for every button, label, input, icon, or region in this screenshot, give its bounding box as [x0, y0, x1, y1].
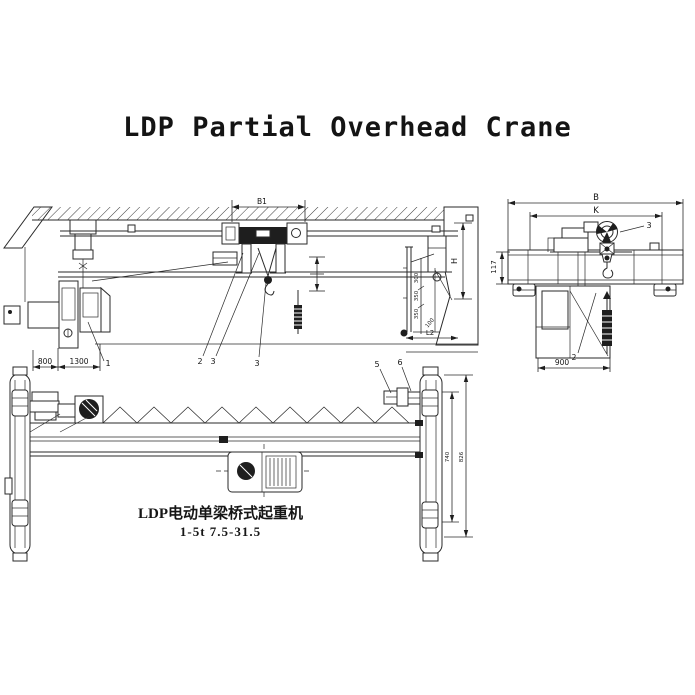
- dim-label-k: K: [593, 206, 599, 216]
- hoist-body: [535, 285, 611, 359]
- dim-label-100: 100: [425, 317, 437, 329]
- dim-740: 740: [442, 391, 459, 523]
- dim-b: B: [507, 193, 684, 250]
- callout-5: 5: [374, 360, 379, 369]
- lift-height-symbol: [309, 256, 325, 292]
- end-view-wheels: [512, 283, 677, 297]
- pendant-control-station: [58, 261, 229, 349]
- callout-3-end: 3: [646, 221, 651, 230]
- dim-b1: B1: [231, 197, 306, 222]
- dim-117: 117: [490, 251, 510, 285]
- front-callouts: 1 2 3 3: [87, 252, 267, 368]
- wall-bracket-right: 300 350 350 100: [400, 246, 453, 337]
- dim-900: 900: [537, 358, 611, 372]
- plan-callouts: 5 6: [374, 358, 412, 394]
- dim-800-1300: 800 1300: [32, 344, 101, 371]
- end-view-callouts: 3 2: [572, 221, 652, 362]
- caption-capacity-span: 1-5t 7.5-31.5: [179, 524, 262, 539]
- drive-shaft-zigzag: [102, 406, 410, 424]
- right-end-truck: [427, 235, 447, 282]
- callout-2-end: 2: [572, 353, 577, 362]
- dim-826: 826: [444, 374, 473, 538]
- right-wall-hatch: [435, 206, 479, 346]
- dim-h: H: [450, 222, 472, 300]
- hoist-trolley: [221, 222, 308, 274]
- dim-label-900: 900: [555, 358, 570, 367]
- dim-label-740: 740: [445, 451, 451, 462]
- dim-label-800: 800: [38, 357, 53, 366]
- left-wall-hatch: [3, 206, 67, 329]
- plan-view: 5 6 740 826: [4, 358, 473, 562]
- end-view: B K: [490, 193, 684, 372]
- dim-label-826: 826: [459, 451, 465, 462]
- girder-plan: [30, 422, 420, 457]
- dim-label-1300: 1300: [69, 357, 88, 366]
- ceiling-hatch: [32, 207, 444, 221]
- callout-6: 6: [397, 358, 402, 367]
- drawing-caption: LDP电动单梁桥式起重机 1-5t 7.5-31.5: [108, 505, 333, 540]
- hook-shank-end: [602, 291, 612, 354]
- dim-label-b1: B1: [257, 197, 267, 206]
- hoist-drive-motor: [547, 221, 632, 286]
- hook-shank-detail: [294, 290, 302, 334]
- dim-l2: L2: [95, 329, 478, 353]
- end-carriage-beam: [507, 242, 684, 285]
- page-title: LDP Partial Overhead Crane: [123, 112, 572, 143]
- callout-2: 2: [197, 357, 202, 366]
- dim-label-350b: 350: [414, 308, 420, 319]
- callout-3b: 3: [254, 359, 259, 368]
- dim-label-l2: L2: [426, 329, 434, 337]
- end-carriage-left: [4, 366, 31, 562]
- end-carriage-right: [415, 366, 443, 562]
- hoist-plan: [216, 444, 312, 500]
- callout-3a: 3: [210, 357, 215, 366]
- dim-label-117: 117: [490, 260, 498, 273]
- dim-k: K: [529, 206, 663, 252]
- front-elevation-view: B1 800 1300 1 2: [3, 197, 479, 371]
- dim-label-h: H: [450, 258, 459, 264]
- dim-label-300: 300: [414, 272, 420, 283]
- bridge-drive-motor: [29, 391, 104, 433]
- callout-1: 1: [105, 359, 110, 368]
- travel-drive-motor: [383, 387, 421, 407]
- caption-model-name: LDP电动单梁桥式起重机: [137, 506, 303, 522]
- dim-label-350a: 350: [414, 290, 420, 301]
- dim-label-b: B: [593, 193, 599, 203]
